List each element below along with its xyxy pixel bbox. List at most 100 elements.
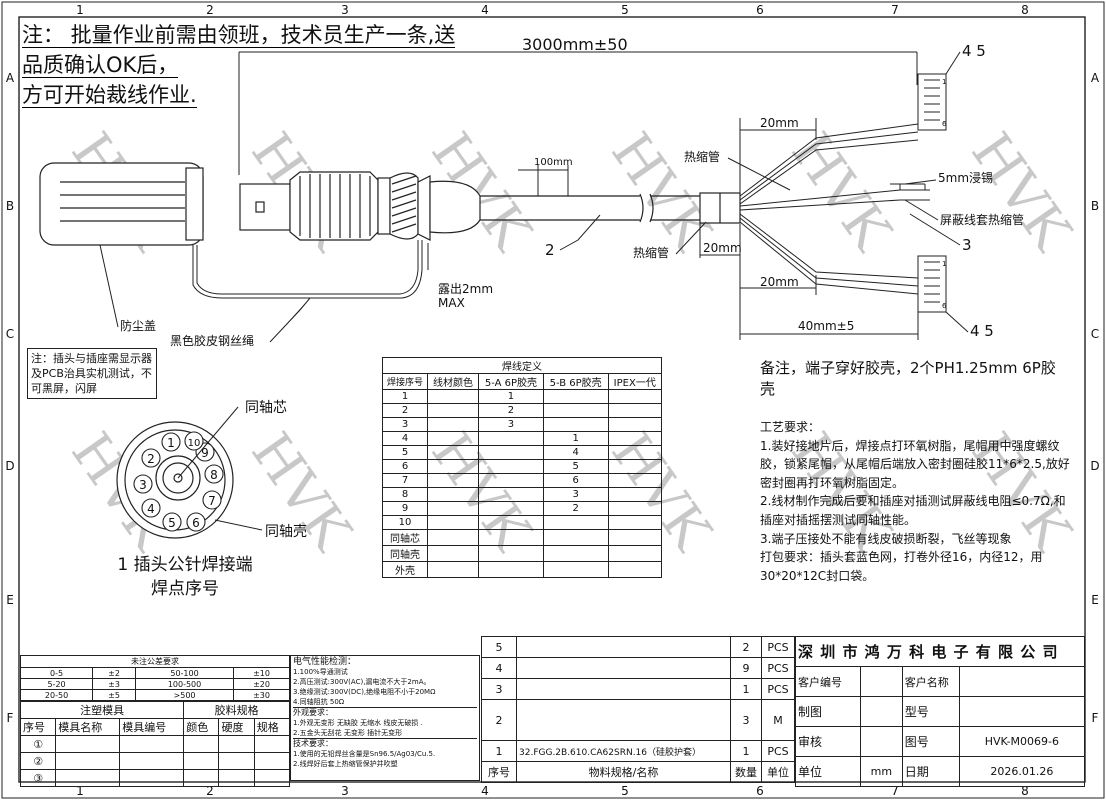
length-label: 3000mm±50 [522, 35, 628, 54]
process-requirements: 工艺要求： 1.装好接地片后，焊接点打环氧树脂，尾帽用中强度螺纹胶，锁紧尾帽，从… [760, 420, 1070, 583]
dust-cap-label: 防尘盖 [120, 318, 156, 333]
svg-text:8: 8 [210, 468, 218, 482]
callout-45-bottom: 4 5 [970, 322, 994, 340]
svg-text:3: 3 [341, 784, 349, 798]
svg-text:1: 1 [76, 3, 84, 17]
svg-text:20mm: 20mm [760, 275, 799, 289]
dim-100mm: 100mm [534, 157, 573, 168]
svg-text:8: 8 [1021, 3, 1029, 17]
svg-text:C: C [6, 327, 14, 341]
coax-core-label: 同轴芯 [245, 400, 287, 416]
svg-text:5: 5 [168, 516, 176, 530]
svg-text:HVK: HVK [959, 121, 1084, 262]
batch-note: 注： 批量作业前需由领班，技术员生产一条,送 品质确认OK后， 方可开始裁线作业… [22, 23, 456, 108]
svg-text:3: 3 [341, 3, 349, 17]
svg-text:7: 7 [208, 494, 216, 508]
svg-text:1: 1 [942, 260, 946, 268]
svg-text:2: 2 [206, 3, 214, 17]
svg-text:4: 4 [147, 502, 155, 516]
dust-cap [39, 162, 204, 246]
svg-text:A: A [1091, 71, 1100, 85]
connector-plug [239, 171, 481, 241]
remark-note: 备注，端子穿好胶壳，2个PH1.25mm 6P胶壳 [760, 359, 1056, 398]
svg-text:3: 3 [139, 478, 147, 492]
svg-text:5: 5 [621, 784, 629, 798]
svg-text:8: 8 [1021, 784, 1029, 798]
svg-text:F: F [1092, 711, 1099, 725]
svg-text:HVK: HVK [239, 421, 364, 562]
svg-text:4: 4 [481, 784, 489, 798]
housing-top [917, 73, 947, 131]
callout-45-top: 4 5 [962, 42, 986, 60]
mold-row: ① [19, 735, 291, 753]
wire-table-row: 同轴壳 [382, 545, 662, 562]
svg-text:20mm: 20mm [703, 241, 742, 255]
callout-2: 2 [545, 241, 555, 259]
svg-text:4: 4 [481, 3, 489, 17]
mold-row: ② [19, 752, 291, 770]
max-label: MAX [438, 296, 465, 310]
svg-text:9: 9 [201, 446, 209, 460]
svg-text:7: 7 [891, 784, 899, 798]
svg-text:6: 6 [942, 120, 947, 128]
svg-text:6: 6 [756, 3, 764, 17]
callout-3: 3 [962, 236, 972, 254]
expose-label: 露出2mm [438, 282, 493, 296]
heat-shrink-label-2: 热缩管 [633, 245, 669, 260]
svg-text:6: 6 [192, 516, 200, 530]
svg-text:6: 6 [942, 302, 947, 310]
frame-row-labels: AB CD EF AB CD EF [5, 71, 1100, 725]
length-dimension [238, 51, 918, 175]
svg-text:E: E [6, 593, 14, 607]
svg-text:2: 2 [206, 784, 214, 798]
svg-text:E: E [1091, 593, 1099, 607]
wire-rope [192, 240, 423, 299]
wire-table-row: 10 [382, 515, 662, 530]
tolerance-row: 20-50±5>500±30 [19, 689, 290, 701]
svg-text:7: 7 [891, 3, 899, 17]
housing-bottom [917, 255, 947, 313]
svg-text:B: B [1091, 199, 1099, 213]
wire-rope-label: 黑色胶皮钢丝绳 [170, 333, 254, 348]
svg-text:D: D [1090, 459, 1099, 473]
coax-shell-label: 同轴壳 [265, 523, 307, 540]
svg-text:1: 1 [942, 78, 946, 86]
svg-text:10: 10 [188, 438, 201, 449]
plug-caption-1: 1 插头公针焊接端 [117, 555, 252, 575]
svg-text:B: B [6, 199, 14, 213]
electrical-requirements: 电气性能检测： 1.100%导通测试 2.高压测试:300V(AC),漏电流不大… [290, 655, 480, 781]
wire-table-row: 同轴芯 [382, 529, 662, 546]
wire-table-row: 外壳 [382, 561, 662, 578]
svg-text:1: 1 [167, 436, 175, 450]
heat-shrink-label-1: 热缩管 [684, 149, 720, 164]
svg-text:2: 2 [147, 452, 155, 466]
shield-shrink-label: 屏蔽线套热缩管 [940, 212, 1024, 227]
svg-text:40mm±5: 40mm±5 [798, 319, 854, 333]
plug-pins [133, 431, 224, 532]
mold-row: ③ [19, 769, 291, 787]
cable [480, 192, 741, 224]
svg-text:A: A [6, 71, 15, 85]
svg-text:1: 1 [76, 784, 84, 798]
svg-text:F: F [7, 711, 14, 725]
svg-text:20mm: 20mm [760, 116, 799, 130]
svg-text:C: C [1091, 327, 1099, 341]
svg-text:5: 5 [621, 3, 629, 17]
svg-text:5mm浸锡: 5mm浸锡 [938, 170, 993, 185]
